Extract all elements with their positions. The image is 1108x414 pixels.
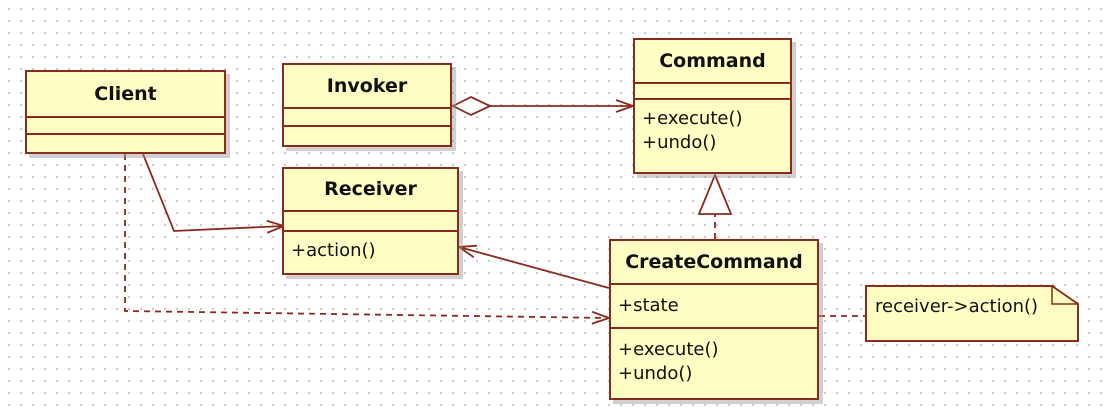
operations-compartment: [27, 133, 224, 152]
class-name: CreateCommand: [625, 251, 803, 273]
class-createcommand[interactable]: CreateCommand +state +execute() +undo(): [609, 239, 819, 400]
attributes-compartment: [27, 116, 224, 133]
realization-triangle: [697, 172, 733, 215]
class-name: Receiver: [324, 178, 417, 200]
note[interactable]: receiver->action(): [865, 285, 1079, 342]
class-receiver[interactable]: Receiver +action(): [282, 167, 459, 275]
operations-compartment: +execute() +undo(): [635, 98, 790, 172]
operations-compartment: +action(): [284, 230, 457, 273]
attributes-compartment: +state: [611, 283, 817, 327]
association-createcommand-receiver[interactable]: [459, 247, 610, 289]
class-command[interactable]: Command +execute() +undo(): [633, 38, 792, 174]
class-invoker[interactable]: Invoker: [282, 63, 452, 147]
class-name: Command: [659, 50, 766, 72]
dependency-client-createcommand[interactable]: [124, 154, 609, 318]
class-client[interactable]: Client: [25, 70, 226, 154]
aggregation-diamond: [450, 95, 493, 117]
operation: +undo(): [642, 132, 717, 153]
operations-compartment: +execute() +undo(): [611, 327, 817, 398]
operations-compartment: [284, 125, 450, 145]
attribute: +state: [618, 295, 679, 316]
operation: +execute(): [642, 108, 743, 129]
class-name: Invoker: [326, 75, 408, 97]
note-fold: [1051, 285, 1079, 305]
class-name: Client: [94, 83, 157, 105]
association-client-receiver[interactable]: [142, 153, 284, 231]
attributes-compartment: [635, 82, 790, 98]
operation: +action(): [291, 240, 376, 261]
operation: +execute(): [618, 339, 719, 360]
operation: +undo(): [618, 363, 693, 384]
attributes-compartment: [284, 210, 457, 230]
attributes-compartment: [284, 107, 450, 125]
note-text: receiver->action(): [875, 296, 1039, 317]
